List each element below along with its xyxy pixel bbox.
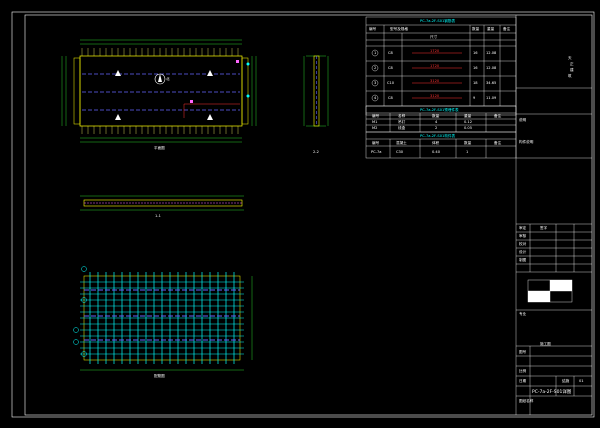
bottom-header-3: 数量 (464, 141, 472, 145)
mid-header-1: 名称 (398, 114, 406, 118)
steel-header-2: 尺寸 (430, 35, 438, 39)
steel-row-2-size: 1720 (430, 64, 440, 68)
mid-header-0: 编号 (372, 114, 380, 118)
steel-row-3-wt: 34.65 (486, 81, 497, 85)
mid-header-3: 重量 (464, 114, 472, 118)
bottom-header-4: 备注 (494, 141, 502, 145)
steel-row-3-spec: C10 (387, 81, 395, 85)
sheet-label: 图纸名称 (519, 399, 534, 403)
label-draw: 制图 (519, 258, 527, 262)
title-char-1: 天 (568, 56, 572, 60)
side-view-label: 2-2 (313, 150, 319, 154)
mid-row-1-qty: 4 (435, 120, 438, 124)
steel-row-2-spec: C8 (388, 66, 393, 70)
north-label: 北 (166, 77, 170, 81)
steel-table-title: PC-7a-2F-S01钢筋表 (420, 19, 456, 23)
steel-row-3-no: 3 (374, 81, 377, 85)
title-char-3: 建 (570, 68, 574, 72)
rebar-plan-label: 配筋图 (154, 374, 165, 378)
mid-header-4: 备注 (494, 114, 502, 118)
small-label: 专业 (519, 312, 527, 316)
mid-row-2-name: 线盒 (398, 126, 406, 130)
steel-row-3-qty: 18 (473, 81, 478, 85)
mid-row-1-wt: 0.12 (464, 120, 473, 124)
steel-header-1: 型号及规格 (390, 27, 408, 31)
notes-text: 施工图 (540, 342, 551, 346)
steel-row-1-wt: 12.08 (486, 51, 497, 55)
side-view (303, 55, 329, 127)
bottom-row-no: PC-7a (371, 150, 382, 154)
drawing-no-label: 图号 (519, 350, 527, 354)
bottom-header-0: 编号 (372, 141, 380, 145)
steel-row-4-size: 3120 (430, 94, 440, 98)
mid-row-2-no: M2 (372, 126, 378, 130)
mid-table-title: PC-7a-2F-S01预埋件表 (420, 108, 459, 112)
steel-header-3: 数量 (472, 27, 480, 31)
bottom-table-title: PC-7a-2F-S01构件表 (420, 134, 456, 138)
steel-row-4-wt: 11.09 (486, 96, 497, 100)
page-no: 01 (579, 379, 584, 383)
steel-row-4-qty: 9 (473, 96, 476, 100)
bottom-header-1: 混凝土 (396, 141, 407, 145)
steel-row-1-qty: 16 (473, 51, 478, 55)
scale-label: 比例 (519, 369, 527, 373)
steel-row-2-qty: 16 (473, 66, 478, 70)
steel-row-2-no: 2 (374, 66, 377, 70)
drawing-title: PC-7a-2F-S01详图 (532, 390, 572, 395)
label-approve: 审定 (519, 226, 527, 230)
section-view-label: 1-1 (155, 214, 161, 218)
label-design: 设计 (519, 250, 527, 254)
bottom-row-qty: 1 (466, 150, 469, 154)
mid-row-1-no: M1 (372, 120, 378, 124)
steel-row-4-spec: C8 (388, 96, 393, 100)
plan-view-label: 平面图 (154, 146, 165, 150)
note-label: 构件说明 (519, 140, 534, 144)
mid-row-2-wt: 0.05 (464, 126, 473, 130)
bottom-row-volume: 0.40 (432, 150, 441, 154)
inner-frame (24, 14, 593, 416)
title-block (515, 15, 592, 415)
label-check: 校对 (519, 242, 527, 246)
steel-row-1-no: 1 (374, 51, 377, 55)
steel-header-5: 备注 (503, 27, 511, 31)
steel-row-2-wt: 12.08 (486, 66, 497, 70)
steel-header-4: 重量 (487, 27, 495, 31)
title-char-2: 正 (570, 62, 574, 66)
section-view (80, 195, 244, 211)
mid-header-2: 数量 (432, 114, 440, 118)
plan-view (61, 39, 257, 143)
rebar-plan (73, 266, 253, 371)
label-review: 审核 (519, 234, 527, 238)
notes-title: 说明 (519, 118, 527, 122)
steel-row-1-size: 1720 (430, 49, 440, 53)
bottom-row-concrete: C30 (396, 150, 404, 154)
bottom-header-2: 体积 (432, 141, 440, 145)
logo-block-2 (528, 291, 550, 302)
date-label: 日期 (519, 379, 527, 383)
mid-row-1-name: 吊钉 (398, 120, 406, 124)
sig-label: 签字 (540, 226, 548, 230)
steel-header-0: 编号 (369, 27, 377, 31)
sheet-no: 结施 (562, 379, 570, 383)
steel-row-3-size: 3120 (430, 79, 440, 83)
logo-block (550, 280, 572, 291)
mid-row-2-qty: 2 (435, 126, 438, 130)
title-char-4: 筑 (568, 74, 572, 78)
steel-row-1-spec: C8 (388, 51, 393, 55)
outer-frame (11, 11, 595, 418)
steel-row-4-no: 4 (374, 96, 377, 100)
